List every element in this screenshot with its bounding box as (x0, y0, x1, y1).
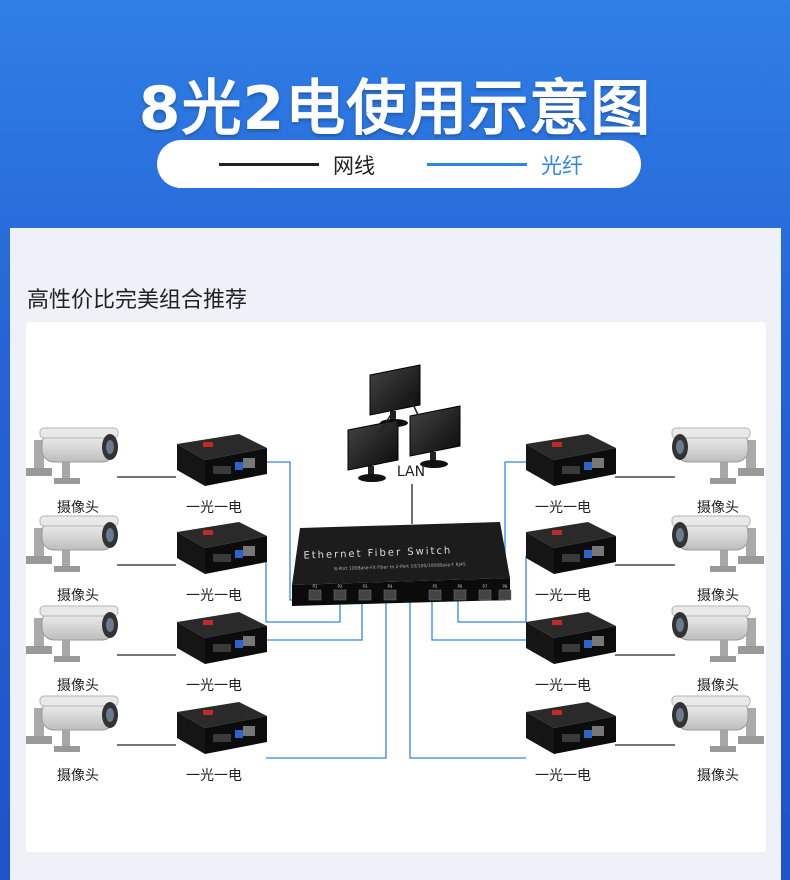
camera-label: 摄像头 (57, 500, 99, 516)
camera-icon (25, 695, 119, 753)
converter-icon (526, 702, 616, 754)
switch-sublabel: 8-Port 100Base-FX Fiber to 2-Port 10/100… (334, 562, 466, 573)
converter-icon (526, 434, 616, 486)
camera-icon (671, 427, 765, 485)
switch-port-label: P8 (503, 584, 508, 589)
switch-port-label: P5 (433, 584, 438, 589)
switch-port (308, 589, 322, 601)
switch-port-label: P4 (388, 584, 393, 589)
monitor-icon (409, 405, 461, 469)
section-subtitle: 高性价比完美组合推荐 (27, 288, 248, 313)
camera-label: 摄像头 (697, 768, 739, 784)
camera-label: 摄像头 (57, 678, 99, 694)
page-title: 8光2电使用示意图 (138, 74, 652, 144)
converter-icon (177, 434, 267, 486)
legend-fiber-label: 光纤 (541, 154, 583, 178)
switch-port-label: P2 (338, 584, 343, 589)
converter-label: 一光一电 (186, 678, 242, 694)
camera-label: 摄像头 (57, 768, 99, 784)
switch-port-label: P7 (483, 584, 488, 589)
camera-icon (25, 605, 119, 663)
camera-icon (671, 605, 765, 663)
converter-label: 一光一电 (186, 768, 242, 784)
camera-label: 摄像头 (57, 588, 99, 604)
lan-link (409, 397, 419, 416)
converter-icon (526, 612, 616, 664)
switch-port-label: P3 (363, 584, 368, 589)
switch-port (498, 589, 512, 601)
converter-icon (526, 522, 616, 574)
switch-port (478, 589, 492, 601)
converter-label: 一光一电 (535, 500, 591, 516)
switch-port-label: P6 (458, 584, 463, 589)
camera-label: 摄像头 (697, 678, 739, 694)
converter-label: 一光一电 (186, 588, 242, 604)
connection-lines (117, 461, 675, 759)
converter-label: 一光一电 (535, 768, 591, 784)
camera-label: 摄像头 (697, 500, 739, 516)
fiber-cable (266, 600, 387, 759)
converter-label: 一光一电 (186, 500, 242, 516)
camera-icon (25, 515, 119, 573)
switch-port-label: P1 (313, 584, 318, 589)
switch-port (383, 589, 397, 601)
camera-icon (671, 695, 765, 753)
lan-link (379, 399, 401, 433)
converter-label: 一光一电 (535, 678, 591, 694)
converter-icon (177, 702, 267, 754)
camera-icon (671, 515, 765, 573)
switch-port (453, 589, 467, 601)
fiber-cable (409, 600, 526, 759)
legend-bar: 网线 光纤 (157, 140, 641, 188)
converter-label: 一光一电 (535, 588, 591, 604)
legend-copper-line (219, 163, 319, 166)
switch-port (358, 589, 372, 601)
monitor-icon (347, 419, 399, 483)
fiber-cable (266, 600, 363, 641)
switch-label: Ethernet Fiber Switch (303, 545, 452, 561)
converter-icon (177, 522, 267, 574)
lan-label: LAN (397, 464, 425, 480)
fiber-cable (457, 556, 527, 623)
camera-icon (25, 427, 119, 485)
camera-label: 摄像头 (697, 588, 739, 604)
legend-fiber-line (427, 163, 527, 166)
switch-port (428, 589, 442, 601)
converter-icon (177, 612, 267, 664)
fiber-cable (431, 600, 526, 641)
fiber-cable (265, 556, 341, 623)
switch-top (292, 522, 510, 585)
switch-port (333, 589, 347, 601)
legend-copper-label: 网线 (333, 154, 375, 178)
